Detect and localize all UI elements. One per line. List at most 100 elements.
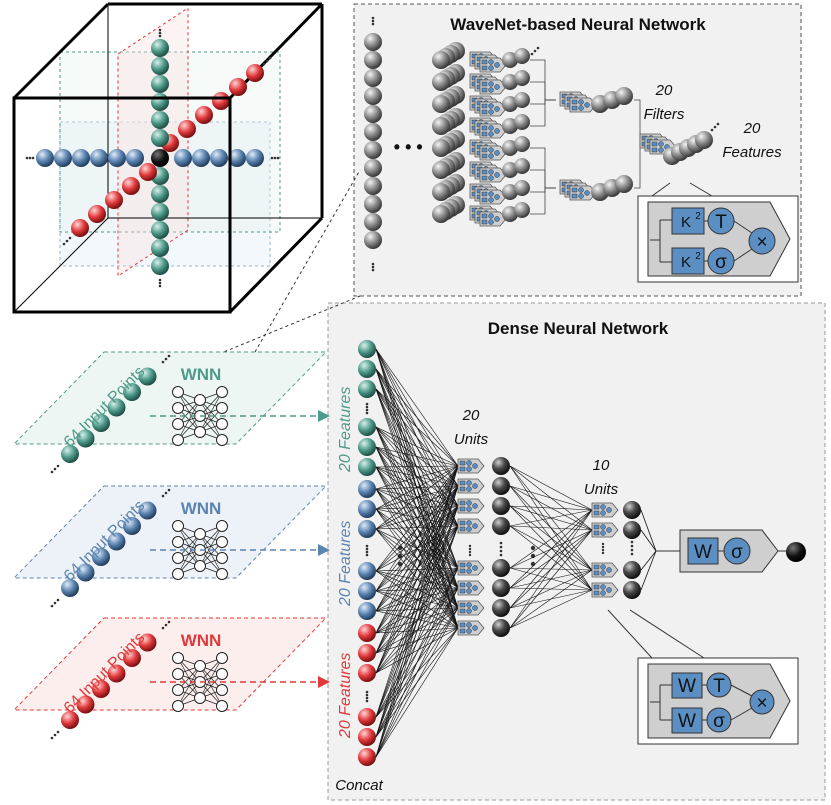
wavenet-stack-node — [514, 136, 530, 152]
branch-input-point — [138, 367, 157, 386]
dense-content — [358, 340, 657, 766]
branch-input-point — [76, 695, 95, 714]
branch-input-point — [76, 429, 95, 448]
red-input-point — [212, 92, 230, 110]
concat-node — [358, 500, 376, 518]
blue-input-point — [90, 149, 108, 167]
svg-text:×: × — [756, 693, 767, 714]
dense-gate-detail: W W T σ × — [607, 609, 799, 745]
branch-features-label: 20 Features — [337, 653, 354, 739]
svg-text:σ: σ — [715, 252, 727, 273]
concat-node — [358, 708, 376, 726]
dense-layer2-node — [623, 501, 641, 519]
layer1-label: Units — [454, 431, 489, 448]
branch-input-point — [138, 501, 157, 520]
wavenet-stack-node — [514, 114, 530, 130]
teal-input-point — [151, 185, 169, 203]
branch-input-point — [107, 398, 126, 417]
dense-layer1-node — [492, 497, 510, 515]
red-input-point — [88, 205, 106, 223]
concat-node — [358, 728, 376, 746]
blue-input-point — [126, 149, 144, 167]
wavenet-filter-block — [479, 57, 507, 73]
wavenet-input-node — [364, 141, 382, 159]
concat-node — [358, 360, 376, 378]
dense-layer1-node — [492, 457, 510, 475]
branch-plane — [12, 485, 328, 579]
branch-plane — [12, 617, 328, 711]
concat-node — [358, 418, 376, 436]
branch-input-point — [123, 383, 141, 401]
red-input-point — [229, 78, 247, 96]
cube-3d — [12, 2, 324, 314]
wavenet-stack-node — [615, 175, 633, 193]
branch-network-label: WNN — [181, 631, 222, 650]
branch-input-point — [123, 517, 141, 535]
svg-text:W: W — [694, 542, 712, 563]
dense-layer1-node — [492, 579, 510, 597]
features-count: 20 — [743, 120, 761, 137]
teal-input-point — [151, 203, 169, 221]
weight-block-top — [671, 672, 703, 699]
wavenet-input-node — [364, 105, 382, 123]
dense-layer2-node — [623, 561, 641, 579]
svg-text:2: 2 — [695, 211, 701, 222]
branch-plane — [12, 351, 328, 445]
svg-text:×: × — [756, 232, 767, 253]
dense-layer1-node — [492, 477, 510, 495]
branch-network-label: WNN — [181, 365, 222, 384]
branch-input-point — [61, 579, 79, 597]
red-input-point — [246, 64, 264, 82]
dense-layer1-node — [492, 599, 510, 617]
wavenet-stack-node — [615, 87, 633, 105]
wavenet-input-node — [364, 195, 382, 213]
dense-unit-block — [457, 478, 485, 494]
wavenet-ellipsis: • • • — [394, 137, 423, 157]
dense-layer1-node — [492, 559, 510, 577]
teal-input-point — [151, 239, 169, 257]
branch-input-point — [107, 532, 126, 551]
branch-input-point — [92, 680, 110, 698]
wavenet-stack-node — [432, 117, 450, 135]
connector-upper — [254, 169, 361, 353]
wavenet-stack-node — [514, 92, 530, 108]
blue-input-point — [192, 149, 210, 167]
wavenet-content — [364, 16, 720, 272]
concat-node — [358, 480, 376, 498]
layer2-label: Units — [584, 481, 619, 498]
svg-text:T: T — [715, 212, 727, 233]
output-gate: W σ — [656, 529, 806, 573]
wavenet-stack-node — [514, 202, 530, 218]
wavenet-input-node — [364, 177, 382, 195]
svg-text:T: T — [713, 676, 725, 697]
wavenet-filter-block — [479, 167, 507, 183]
dense-layer2-node — [623, 581, 641, 599]
wavenet-input-node — [364, 33, 382, 51]
branch-input-point — [76, 563, 95, 582]
blue-input-point — [36, 149, 54, 167]
filters-count: 20 — [655, 82, 673, 99]
dense-layer2-node — [623, 521, 641, 539]
wavenet-stack-node — [514, 48, 530, 64]
dense-unit-block — [457, 518, 485, 534]
blue-input-point — [108, 149, 126, 167]
wavenet-stack-node — [432, 95, 450, 113]
blue-input-point — [72, 149, 90, 167]
wavenet-stack-node — [432, 205, 450, 223]
branch-input-point — [61, 445, 79, 463]
wavenet-stack-node — [514, 158, 530, 174]
wavenet-input-node — [364, 51, 382, 69]
red-input-point — [71, 219, 89, 237]
concat-node — [358, 520, 376, 538]
features-label: Features — [722, 144, 782, 161]
concat-node — [358, 664, 376, 682]
dense-unit-block — [457, 580, 485, 596]
concat-node — [358, 340, 376, 358]
kernel-block-top — [671, 207, 705, 235]
kernel-block-bottom — [671, 247, 705, 275]
output-sigma-node — [723, 537, 751, 565]
dense-unit-block — [457, 458, 485, 474]
